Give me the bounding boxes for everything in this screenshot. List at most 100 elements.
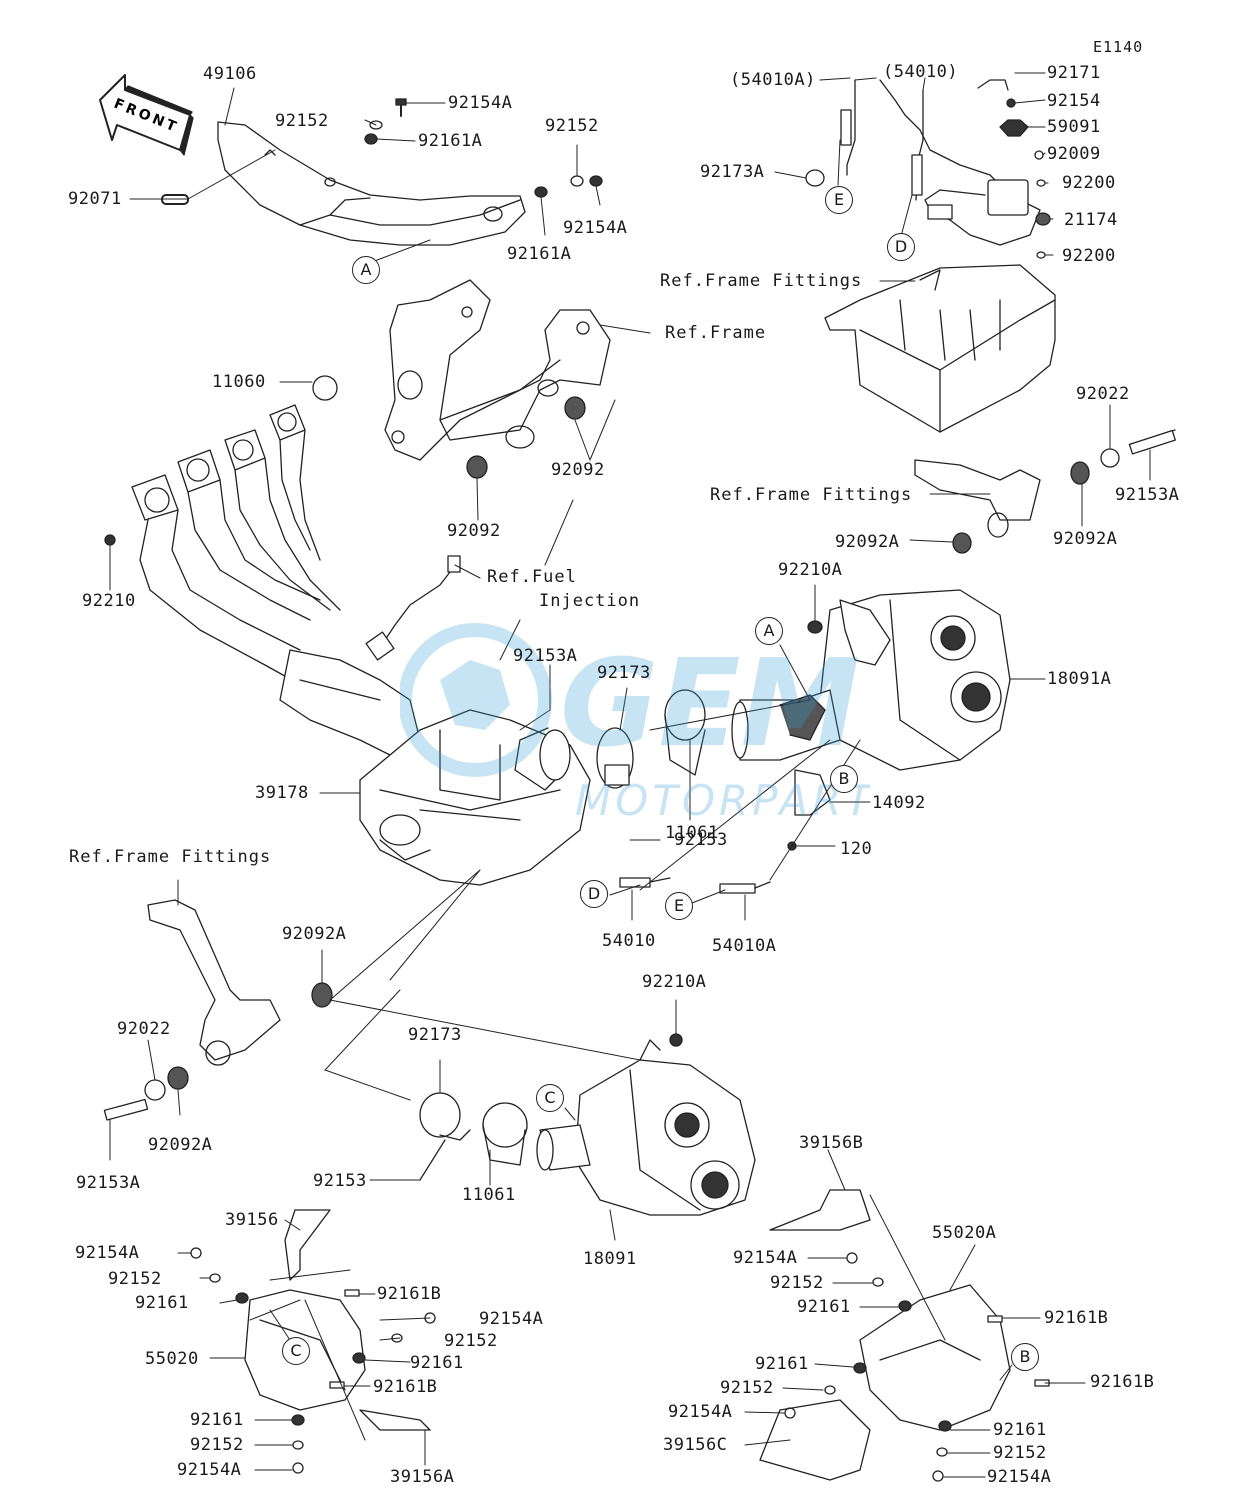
part-label[interactable]: 92154A [75,1243,140,1263]
part-label[interactable]: 92154A [479,1309,544,1329]
part-label[interactable]: 92152 [720,1378,774,1398]
frame-fitting-left [103,899,333,1121]
part-label[interactable]: 92200 [1062,246,1116,266]
heat-cover-49106 [217,121,526,246]
callout-a: A [755,617,783,645]
part-label[interactable]: 92161 [993,1420,1047,1440]
part-label[interactable]: 92154A [733,1248,798,1268]
sensors-54010 [619,877,771,894]
part-label[interactable]: 39156A [390,1467,455,1487]
ref-label[interactable]: Ref.Frame Fittings [660,271,863,291]
watermark-subtext: MOTORPARTS [575,776,870,825]
part-label[interactable]: 92154A [177,1460,242,1480]
part-label[interactable]: 92210A [778,560,843,580]
part-label[interactable]: 39178 [255,783,309,803]
part-label[interactable]: 92009 [1047,144,1101,164]
part-label[interactable]: 92161 [797,1297,851,1317]
part-label[interactable]: 92152 [108,1269,162,1289]
ref-label[interactable]: Ref.Fuel [487,567,577,587]
watermark-logo: GEM MOTORPARTS [400,623,870,825]
callout-b: B [1011,1343,1039,1371]
part-label[interactable]: 55020 [145,1349,199,1369]
part-label[interactable]: 92173 [597,663,651,683]
part-label[interactable]: 92173 [408,1025,462,1045]
part-label[interactable]: 92154A [987,1467,1052,1487]
part-label[interactable]: 92161B [1044,1308,1109,1328]
part-label[interactable]: 92153A [76,1173,141,1193]
part-label[interactable]: 21174 [1064,210,1118,230]
part-label[interactable]: 11060 [212,372,266,392]
part-label[interactable]: 92022 [1076,384,1130,404]
part-label[interactable]: 92154A [448,93,513,113]
part-label[interactable]: 92154A [668,1402,733,1422]
part-label[interactable]: 92161 [135,1293,189,1313]
part-label[interactable]: 92161A [507,244,572,264]
part-label[interactable]: 92071 [68,189,122,209]
part-label[interactable]: (54010) [883,62,959,82]
diagram-code: E1140 [1093,38,1144,56]
watermark-text: GEM [560,635,860,774]
part-label[interactable]: 92092A [1053,529,1118,549]
callout-d: D [580,880,608,908]
part-label[interactable]: 92152 [190,1435,244,1455]
ref-label[interactable]: Ref.Frame Fittings [69,847,272,867]
part-label[interactable]: 92154A [563,218,628,238]
muffler-18091 [536,1033,756,1216]
part-label[interactable]: 55020A [932,1223,997,1243]
part-label[interactable]: 39156C [663,1435,728,1455]
part-label[interactable]: 92152 [444,1331,498,1351]
gasket-11061-mid [664,689,706,776]
part-label[interactable]: 92153A [1115,485,1180,505]
part-label[interactable]: 92092 [551,460,605,480]
part-label[interactable]: 92153 [674,830,728,850]
ref-label[interactable]: Ref.Frame [665,323,767,343]
part-label[interactable]: 92154 [1047,91,1101,111]
part-label[interactable]: 92022 [117,1019,171,1039]
callout-c: C [282,1337,310,1365]
part-label[interactable]: 92152 [275,111,329,131]
callout-c: C [536,1084,564,1112]
part-label[interactable]: 92210 [82,591,136,611]
fasteners-top-left [161,98,603,205]
part-label[interactable]: 92161 [410,1353,464,1373]
part-label[interactable]: 92092A [148,1135,213,1155]
part-label[interactable]: (54010A) [730,70,816,90]
frame-bracket [384,279,611,479]
ref-label[interactable]: Ref.Frame Fittings [710,485,913,505]
part-label[interactable]: 92161B [373,1377,438,1397]
o2-sensor [365,555,461,661]
part-label[interactable]: 92153A [513,646,578,666]
part-label[interactable]: 92173A [700,162,765,182]
part-label[interactable]: 54010A [712,936,777,956]
part-label[interactable]: 59091 [1047,117,1101,137]
part-label[interactable]: 92152 [993,1443,1047,1463]
part-label[interactable]: 92161B [377,1284,442,1304]
part-label[interactable]: 92161B [1090,1372,1155,1392]
part-label[interactable]: 92152 [770,1273,824,1293]
part-label[interactable]: 39156 [225,1210,279,1230]
part-label[interactable]: 92200 [1062,173,1116,193]
part-label[interactable]: 92092A [282,924,347,944]
part-label[interactable]: 18091A [1047,669,1112,689]
sensor-harness [805,79,1051,259]
part-label[interactable]: 49106 [203,64,257,84]
part-label[interactable]: 92152 [545,116,599,136]
part-label[interactable]: 92161 [755,1354,809,1374]
part-label[interactable]: 14092 [872,793,926,813]
part-label[interactable]: 11061 [665,823,719,843]
part-label[interactable]: 92171 [1047,63,1101,83]
part-label[interactable]: 92161 [190,1410,244,1430]
part-label[interactable]: 54010 [602,931,656,951]
part-label[interactable]: 92210A [642,972,707,992]
part-label[interactable]: 39156B [799,1133,864,1153]
part-label[interactable]: 92161A [418,131,483,151]
part-label[interactable]: 92153 [313,1171,367,1191]
part-label[interactable]: 11061 [462,1185,516,1205]
ref-label[interactable]: Injection [539,591,641,611]
clamp-92173-lower [419,1092,528,1181]
part-label[interactable]: 92092 [447,521,501,541]
part-label[interactable]: 18091 [583,1249,637,1269]
part-label[interactable]: 120 [840,839,873,859]
part-label[interactable]: 92092A [835,532,900,552]
